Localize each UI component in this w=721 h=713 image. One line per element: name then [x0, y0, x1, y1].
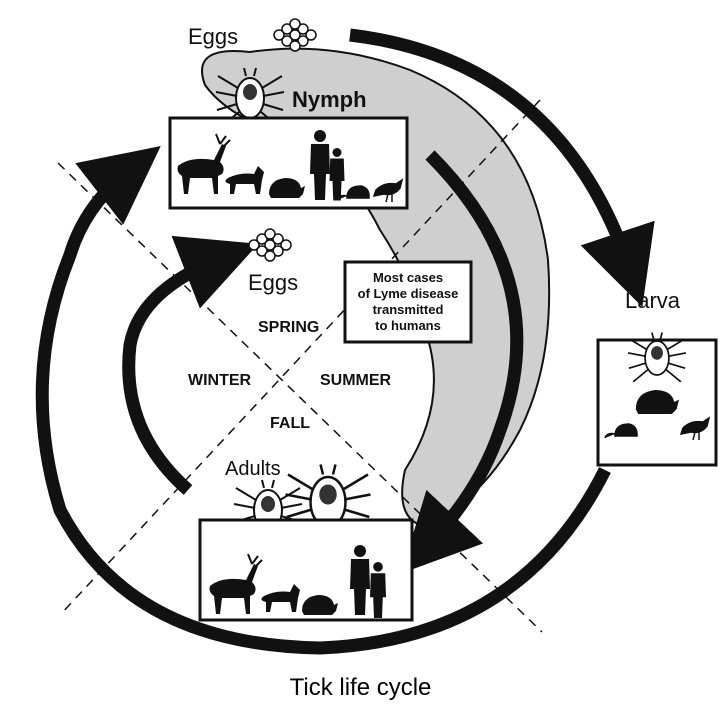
label-nymph: Nymph: [292, 87, 367, 112]
note-line-4: to humans: [375, 318, 441, 333]
label-adults: Adults: [225, 458, 281, 480]
label-eggs-middle: Eggs: [248, 270, 298, 295]
egg-cluster-icon: [249, 229, 291, 261]
label-eggs-top: Eggs: [188, 24, 238, 49]
note-line-1: Most cases: [373, 270, 443, 285]
label-summer: SUMMER: [320, 372, 392, 389]
note-line-3: transmitted: [373, 302, 444, 317]
label-spring: SPRING: [258, 319, 319, 336]
label-larva: Larva: [625, 288, 681, 313]
figure-caption: Tick life cycle: [0, 674, 721, 702]
egg-cluster-icon: [274, 19, 316, 51]
tick-life-cycle-diagram: Eggs Nymph Eggs Most cases of Lyme disea…: [0, 0, 721, 668]
note-line-2: of Lyme disease: [358, 286, 459, 301]
label-fall: FALL: [270, 415, 310, 432]
label-winter: WINTER: [188, 372, 252, 389]
